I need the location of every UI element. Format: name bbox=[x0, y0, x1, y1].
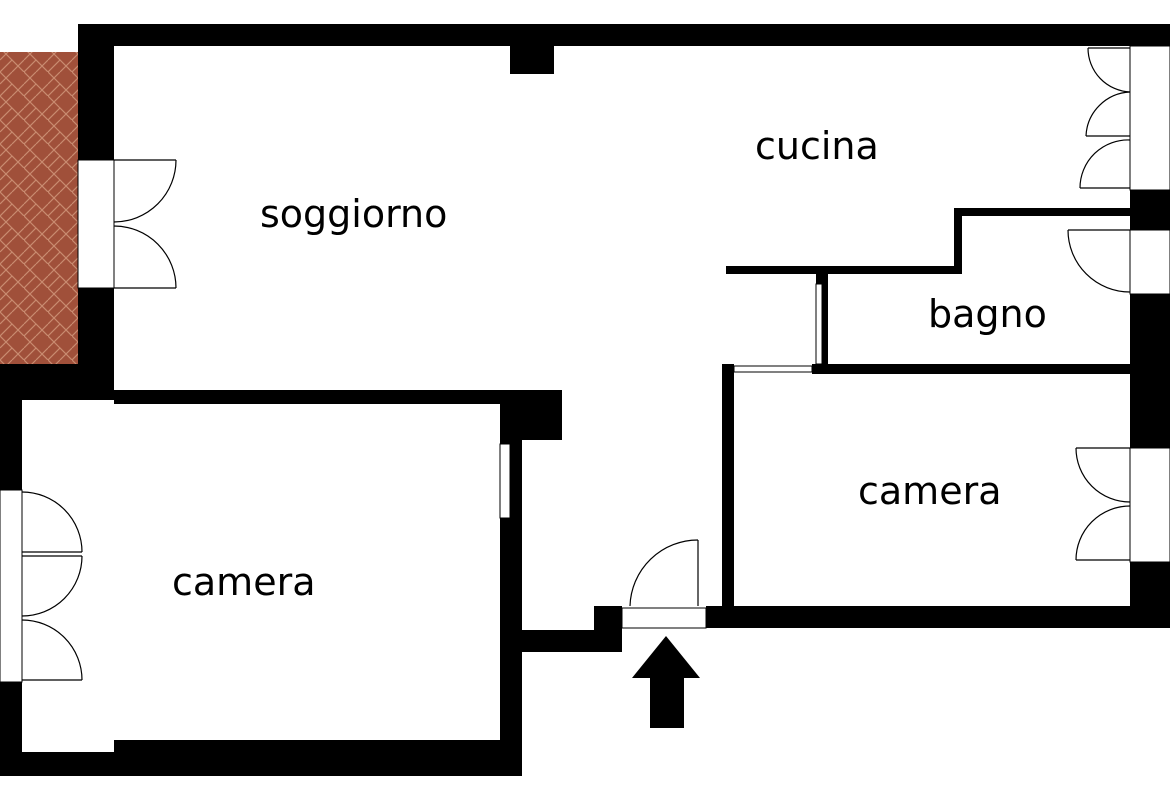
label-camera-left: camera bbox=[172, 560, 315, 604]
label-camera-right: camera bbox=[858, 469, 1001, 513]
outer-walls bbox=[0, 24, 1170, 776]
inner-walls bbox=[114, 208, 1132, 610]
windows bbox=[0, 45, 1170, 683]
door-swings bbox=[21, 47, 1131, 681]
label-soggiorno: soggiorno bbox=[260, 192, 447, 236]
label-bagno: bagno bbox=[928, 292, 1047, 336]
arrow-up-icon bbox=[632, 636, 700, 728]
terrace bbox=[0, 52, 78, 364]
label-cucina: cucina bbox=[755, 124, 879, 168]
